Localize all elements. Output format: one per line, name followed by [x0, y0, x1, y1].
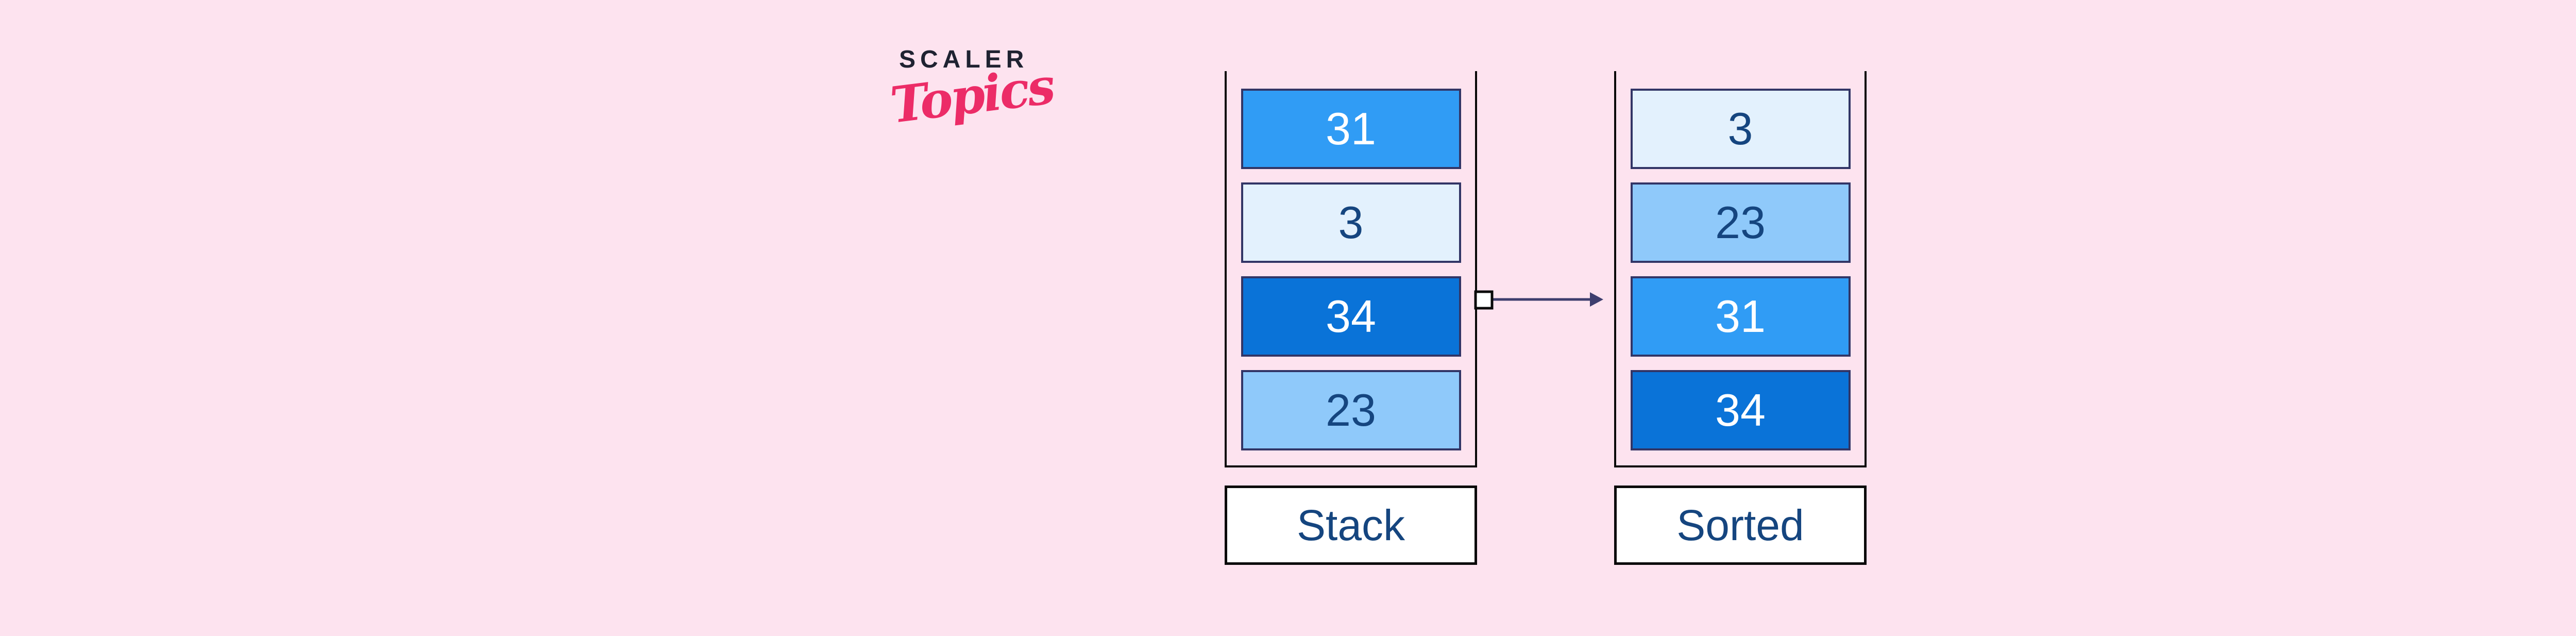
unsorted-stack-item-4: 23: [1241, 370, 1461, 450]
sorted-stack-item-1: 3: [1630, 89, 1851, 169]
sorted-stack-item-3: 31: [1630, 276, 1851, 357]
logo-wordmark: SCALER: [899, 46, 1029, 73]
sorted-label: Sorted: [1614, 486, 1867, 565]
stack-label: Stack: [1225, 486, 1477, 565]
unsorted-stack: 31 3 34 23: [1225, 71, 1477, 467]
transfer-arrow: [1474, 290, 1603, 310]
unsorted-stack-item-3: 34: [1241, 276, 1461, 357]
connector-square: [1474, 290, 1494, 310]
arrow-head: [1590, 292, 1603, 307]
sorted-stack: 3 23 31 34: [1614, 71, 1867, 467]
sorted-stack-item-2: 23: [1630, 182, 1851, 263]
sorted-stack-item-4: 34: [1630, 370, 1851, 450]
unsorted-stack-item-2: 3: [1241, 182, 1461, 263]
unsorted-stack-item-1: 31: [1241, 89, 1461, 169]
scaler-topics-logo: SCALER Topics: [886, 46, 1056, 160]
